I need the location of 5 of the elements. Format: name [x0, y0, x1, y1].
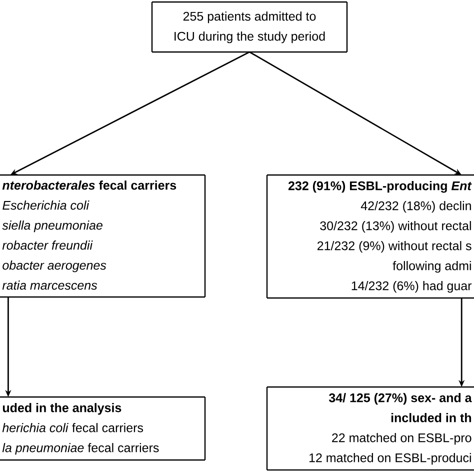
- box: 34/ 125 (27%) sex- and a included in th 22 matched on ESBL-pro 12 matched on ESBL-produci: [266, 386, 474, 471]
- box: nterobacterales fecal carriers Escherichia coli siella pneumoniae robacter freundii obacter aerogenes ratia marcescens: [0, 174, 206, 298]
- box: 232 (91%) ESBL-producing Ent 42/232 (18%) declin 30/232 (13%) without rectal 21/232 (9%) without rectal s following admi 14/232 (6%) had guar: [266, 174, 474, 299]
- box: 255 patients admitted to ICU during the study period: [151, 1, 348, 53]
- box: uded in the analysis herichia coli fecal carriers la pneumoniae fecal carriers: [0, 396, 206, 461]
